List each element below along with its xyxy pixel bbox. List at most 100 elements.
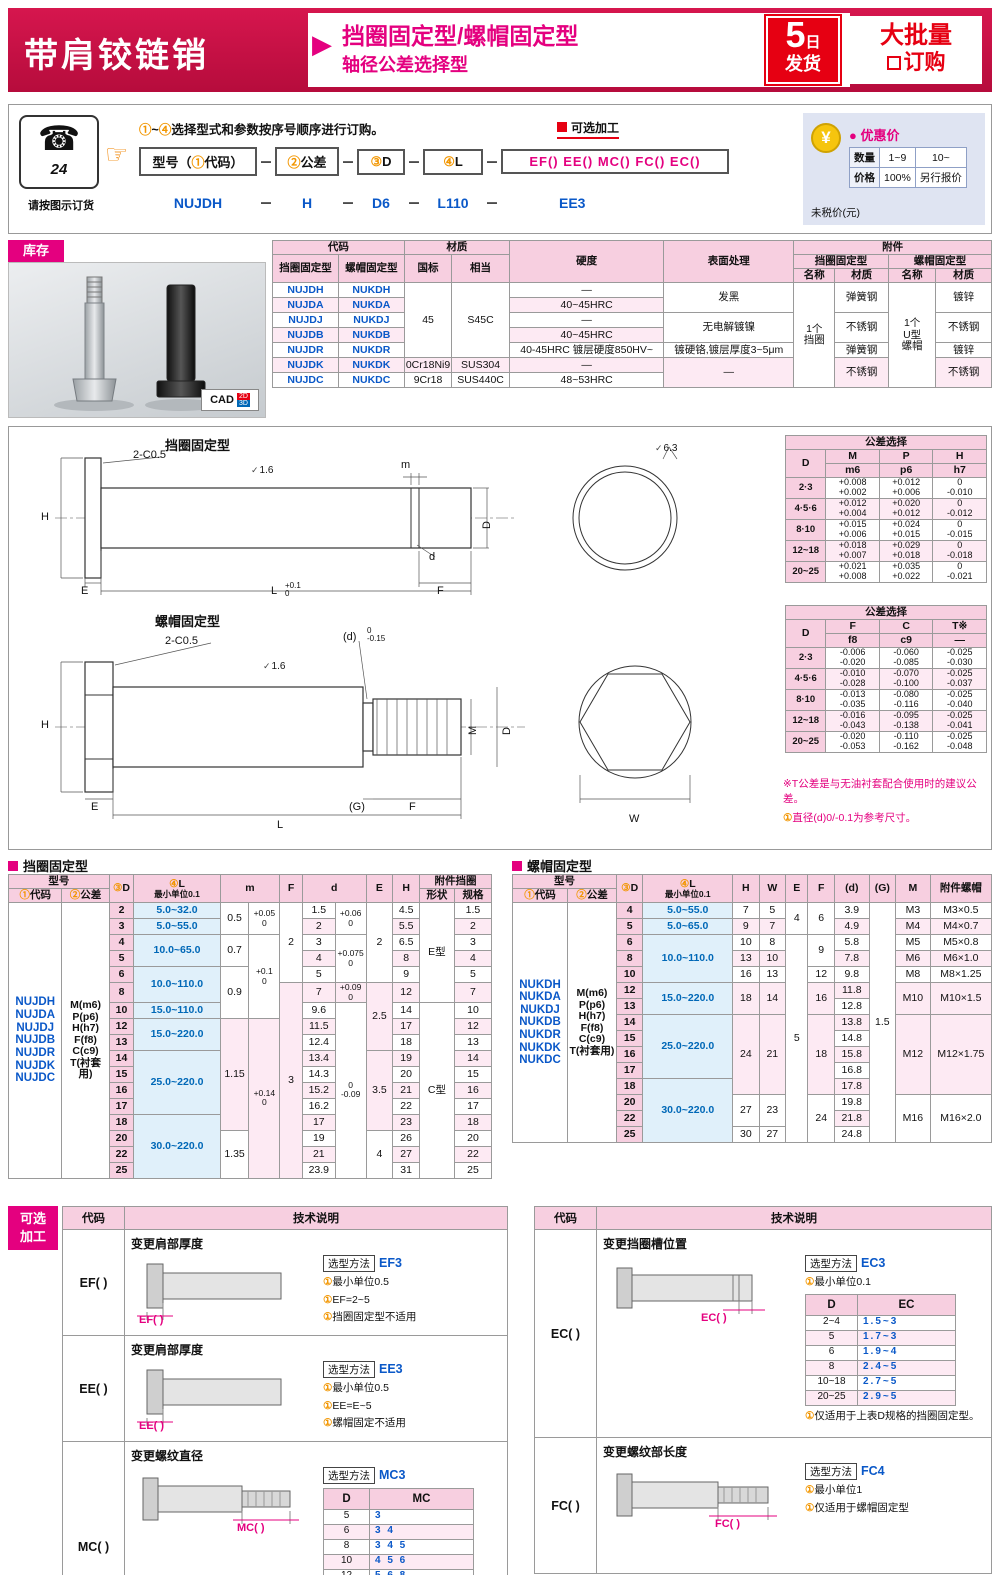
col-code: 代码 bbox=[62, 1206, 125, 1230]
data-cell: -0.025-0.048 bbox=[932, 731, 987, 754]
data-cell: 12.4 bbox=[301, 1033, 336, 1051]
method-code: EC3 bbox=[861, 1256, 886, 1270]
data-cell: 25.0~220.0 bbox=[133, 1049, 221, 1115]
header-cell: P bbox=[878, 449, 934, 465]
price-box: ¥ ● 优惠价 数量 1~9 10~ 价格 100% 另行报价 未税价(元) bbox=[803, 113, 985, 225]
header-cell: ③D bbox=[615, 873, 644, 904]
stock-materials-table: 代码材质硬度表面处理附件挡圈固定型螺帽固定型国标相当挡圈固定型螺帽固定型名称材质… bbox=[272, 239, 993, 389]
data-cell: 7 bbox=[758, 918, 787, 936]
opt-note: ①最小单位0.1 bbox=[805, 1276, 872, 1288]
header-cell: 代码 bbox=[272, 239, 405, 256]
data-cell: M12×1.75 bbox=[929, 1014, 993, 1096]
data-cell: 25.0~220.0 bbox=[642, 1014, 734, 1080]
nut-type-section-label: 螺帽固定型 bbox=[512, 856, 592, 875]
data-cell: 不锈钢 bbox=[935, 312, 992, 344]
data-cell: 24 bbox=[807, 1094, 835, 1144]
opt-code-mc: MC( ) bbox=[62, 1440, 125, 1575]
data-cell: 2 bbox=[279, 902, 303, 984]
method-tag: 选型方法 bbox=[805, 1255, 857, 1272]
data-cell: 9 bbox=[732, 918, 760, 936]
data-cell: 20 bbox=[615, 1094, 644, 1112]
dimension-label: D bbox=[501, 727, 513, 735]
data-cell: S45C bbox=[451, 282, 510, 359]
header-cell: 挡圈固定型 bbox=[272, 254, 339, 284]
data-cell: 18 bbox=[453, 1113, 493, 1131]
data-cell: 3 bbox=[369, 1509, 474, 1526]
data-cell: — bbox=[663, 357, 795, 389]
data-cell: 12.8 bbox=[833, 998, 870, 1016]
data-cell: 6 bbox=[323, 1524, 370, 1541]
data-cell: 23 bbox=[392, 1113, 420, 1131]
opt-note: ①螺帽固定不适用 bbox=[323, 1417, 406, 1430]
data-cell: 8 bbox=[805, 1360, 858, 1377]
dimension-label: 6.3 bbox=[655, 443, 678, 454]
page-header: 带肩铰链销 ▶ 挡圈固定型/螺帽固定型 轴径公差选择型 5日 发货 大批量 订购 bbox=[8, 8, 992, 92]
data-cell: 10.0~110.0 bbox=[642, 934, 734, 984]
opt-title: 变更肩部厚度 bbox=[131, 1343, 204, 1357]
data-cell: 12~18 bbox=[784, 540, 827, 563]
data-cell: 不锈钢 bbox=[935, 357, 992, 389]
opt-code-ec: EC( ) bbox=[534, 1229, 597, 1438]
data-cell: 30.0~220.0 bbox=[133, 1113, 221, 1179]
data-cell: SUS440C bbox=[451, 372, 510, 389]
dash: － bbox=[341, 196, 355, 211]
dimension-label: EC( ) bbox=[701, 1312, 727, 1324]
data-cell: NUJDA bbox=[272, 297, 339, 314]
data-cell: 10 bbox=[732, 934, 760, 952]
data-cell: 5 bbox=[108, 950, 135, 968]
price-val-1: 100% bbox=[879, 167, 916, 188]
opt-note: ①仅适用于上表D规格的挡圈固定型。 bbox=[805, 1410, 980, 1423]
data-cell: +0.012+0.006 bbox=[878, 477, 934, 500]
header-cell: F bbox=[279, 873, 303, 904]
data-cell: 10 bbox=[615, 966, 644, 984]
data-cell: 8·10 bbox=[784, 519, 827, 542]
data-cell: 5 bbox=[453, 966, 493, 984]
data-cell: 2 bbox=[301, 918, 336, 936]
data-cell: 镀锌 bbox=[935, 342, 992, 359]
data-cell: 4.5 bbox=[392, 902, 420, 920]
data-cell: 8 bbox=[323, 1539, 370, 1556]
data-cell: 4 bbox=[615, 902, 644, 920]
data-cell: -0.006-0.020 bbox=[825, 647, 880, 670]
ordering-instruction: ①~④选择型式和参数按序号顺序进行订购。 bbox=[139, 123, 384, 137]
data-cell: 2.5 bbox=[365, 982, 394, 1051]
data-cell: 4·5·6 bbox=[784, 498, 827, 521]
opt-note: ①仅适用于螺帽固定型 bbox=[805, 1501, 909, 1514]
data-cell: 0.7 bbox=[219, 934, 250, 968]
header-cell: W bbox=[758, 873, 787, 904]
data-cell: 12 bbox=[615, 982, 644, 1000]
data-cell: 6 bbox=[805, 1345, 858, 1362]
header-cell: 形状 bbox=[418, 888, 455, 904]
data-cell: 23 bbox=[758, 1094, 787, 1128]
example-tolerance: H bbox=[301, 194, 313, 211]
opt-diagram-fc: FC( ) bbox=[605, 1462, 795, 1541]
header-cell: ①代码 bbox=[511, 888, 569, 904]
dimension-label: M bbox=[467, 725, 479, 735]
data-cell: 18 bbox=[732, 982, 760, 1016]
data-cell: 4 bbox=[365, 1129, 394, 1179]
data-cell: 13 bbox=[108, 1033, 135, 1051]
data-cell: 19 bbox=[301, 1129, 336, 1147]
table-row: 数量 1~9 10~ bbox=[849, 147, 967, 168]
header-cell: m bbox=[219, 873, 281, 904]
data-cell: 15.8 bbox=[833, 1046, 870, 1064]
data-cell: NUKDR bbox=[337, 342, 405, 359]
method-tag: 选型方法 bbox=[323, 1467, 375, 1484]
data-cell: 19 bbox=[392, 1049, 420, 1067]
data-cell: 5 bbox=[785, 934, 809, 1144]
data-cell: 0Cr18Ni9 bbox=[403, 357, 453, 374]
data-cell: M16 bbox=[895, 1094, 931, 1144]
data-cell: 3 bbox=[301, 934, 336, 952]
